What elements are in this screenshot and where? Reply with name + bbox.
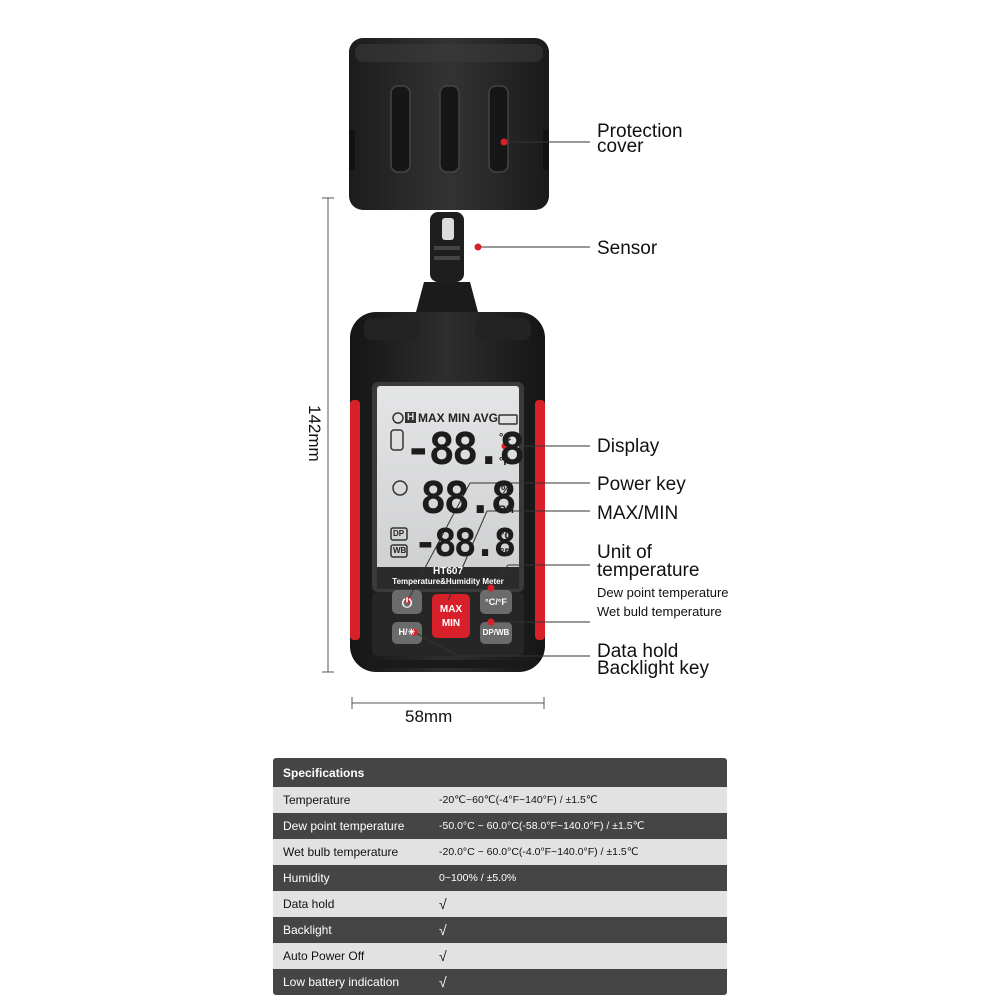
spec-value: -50.0°C ~ 60.0°C(-58.0°F~140.0°F) / ±1.5… bbox=[439, 820, 645, 832]
spec-value: √ bbox=[439, 974, 447, 990]
spec-header: Specifications bbox=[273, 758, 727, 787]
lcd-unit-f2: °F bbox=[500, 547, 512, 559]
spec-value: √ bbox=[439, 948, 447, 964]
dimension-width: 58mm bbox=[405, 707, 453, 726]
callout-power-key: Power key bbox=[597, 474, 686, 495]
power-key: ⏻ bbox=[401, 595, 413, 610]
max-key-bottom: MIN bbox=[441, 618, 461, 629]
hold-key: H/☀ bbox=[398, 627, 416, 637]
lcd-row2-digits: 88.8 bbox=[420, 473, 517, 524]
lcd-status-icons: MAX MIN AVG bbox=[418, 411, 498, 425]
sensor-probe bbox=[416, 212, 478, 312]
callout-protection-cover-1: Protection bbox=[597, 121, 683, 142]
table-row: Data hold √ bbox=[273, 891, 727, 917]
spec-name: Backlight bbox=[283, 923, 332, 937]
model-name: HT607 bbox=[432, 566, 463, 577]
table-row: Wet bulb temperature -20.0°C ~ 60.0°C(-4.… bbox=[273, 839, 727, 865]
meter-body bbox=[350, 312, 545, 672]
callout-backlight: Backlight key bbox=[597, 658, 709, 679]
spec-rows: Temperature -20℃~60℃(-4°F~140°F) / ±1.5℃ D… bbox=[273, 787, 727, 995]
table-row: Backlight √ bbox=[273, 917, 727, 943]
spec-value: -20.0°C ~ 60.0°C(-4.0°F~140.0°F) / ±1.5℃ bbox=[439, 846, 639, 858]
spec-value: √ bbox=[439, 896, 447, 912]
lcd-hold-symbol: H bbox=[405, 412, 417, 423]
unit-key: °C/°F bbox=[485, 597, 507, 607]
callout-wet-bulb: Wet buld temperature bbox=[597, 604, 722, 619]
lcd-row1-digits: -88.8 bbox=[405, 424, 525, 475]
spec-name: Wet bulb temperature bbox=[283, 845, 399, 859]
protection-cover bbox=[349, 38, 549, 210]
specifications-table: Specifications Temperature -20℃~60℃(-4°F~… bbox=[273, 758, 727, 995]
spec-name: Humidity bbox=[283, 871, 330, 885]
spec-name: Temperature bbox=[283, 793, 351, 807]
spec-name: Data hold bbox=[283, 897, 335, 911]
callout-dots bbox=[404, 138, 509, 636]
spec-name: Low battery indication bbox=[283, 975, 400, 989]
dpwb-key: DP/WB bbox=[482, 628, 510, 637]
lcd-dp-tag: DP bbox=[393, 529, 405, 538]
lcd-unit-f: °F bbox=[499, 456, 511, 468]
table-row: Low battery indication √ bbox=[273, 969, 727, 995]
lcd-icons bbox=[390, 412, 518, 558]
callout-display: Display bbox=[597, 436, 660, 457]
lcd-wb-tag: WB bbox=[393, 546, 407, 555]
model-subtitle: Temperature&Humidity Meter bbox=[392, 577, 504, 586]
callout-data-hold: Data hold bbox=[597, 641, 679, 662]
dimension-lines bbox=[322, 197, 545, 709]
spec-name: Dew point temperature bbox=[283, 819, 405, 833]
lcd-unit-c2: °C bbox=[500, 530, 513, 542]
lcd-row3-digits: -88.8 bbox=[414, 521, 516, 565]
lcd-unit-rh: RH bbox=[498, 504, 514, 516]
callout-sensor: Sensor bbox=[597, 238, 658, 259]
callout-unit-2: temperature bbox=[597, 560, 700, 581]
callout-dew-point: Dew point temperature bbox=[597, 585, 729, 600]
spec-value: 0~100% / ±5.0% bbox=[439, 872, 517, 884]
table-row: Dew point temperature -50.0°C ~ 60.0°C(-5… bbox=[273, 813, 727, 839]
lcd-unit-pct: % bbox=[501, 484, 511, 496]
dimension-height: 142mm bbox=[305, 405, 324, 462]
spec-value: -20℃~60℃(-4°F~140°F) / ±1.5℃ bbox=[439, 794, 598, 806]
lcd-unit-c: °C bbox=[499, 432, 512, 444]
callout-unit-1: Unit of bbox=[597, 542, 652, 563]
callout-max-min: MAX/MIN bbox=[597, 503, 679, 524]
table-row: Auto Power Off √ bbox=[273, 943, 727, 969]
max-key-top: MAX bbox=[439, 604, 463, 615]
table-row: Humidity 0~100% / ±5.0% bbox=[273, 865, 727, 891]
table-row: Temperature -20℃~60℃(-4°F~140°F) / ±1.5℃ bbox=[273, 787, 727, 813]
spec-name: Auto Power Off bbox=[283, 949, 365, 963]
callout-protection-cover-2: cover bbox=[597, 136, 644, 157]
spec-value: √ bbox=[439, 922, 447, 938]
callout-lines bbox=[407, 141, 590, 657]
